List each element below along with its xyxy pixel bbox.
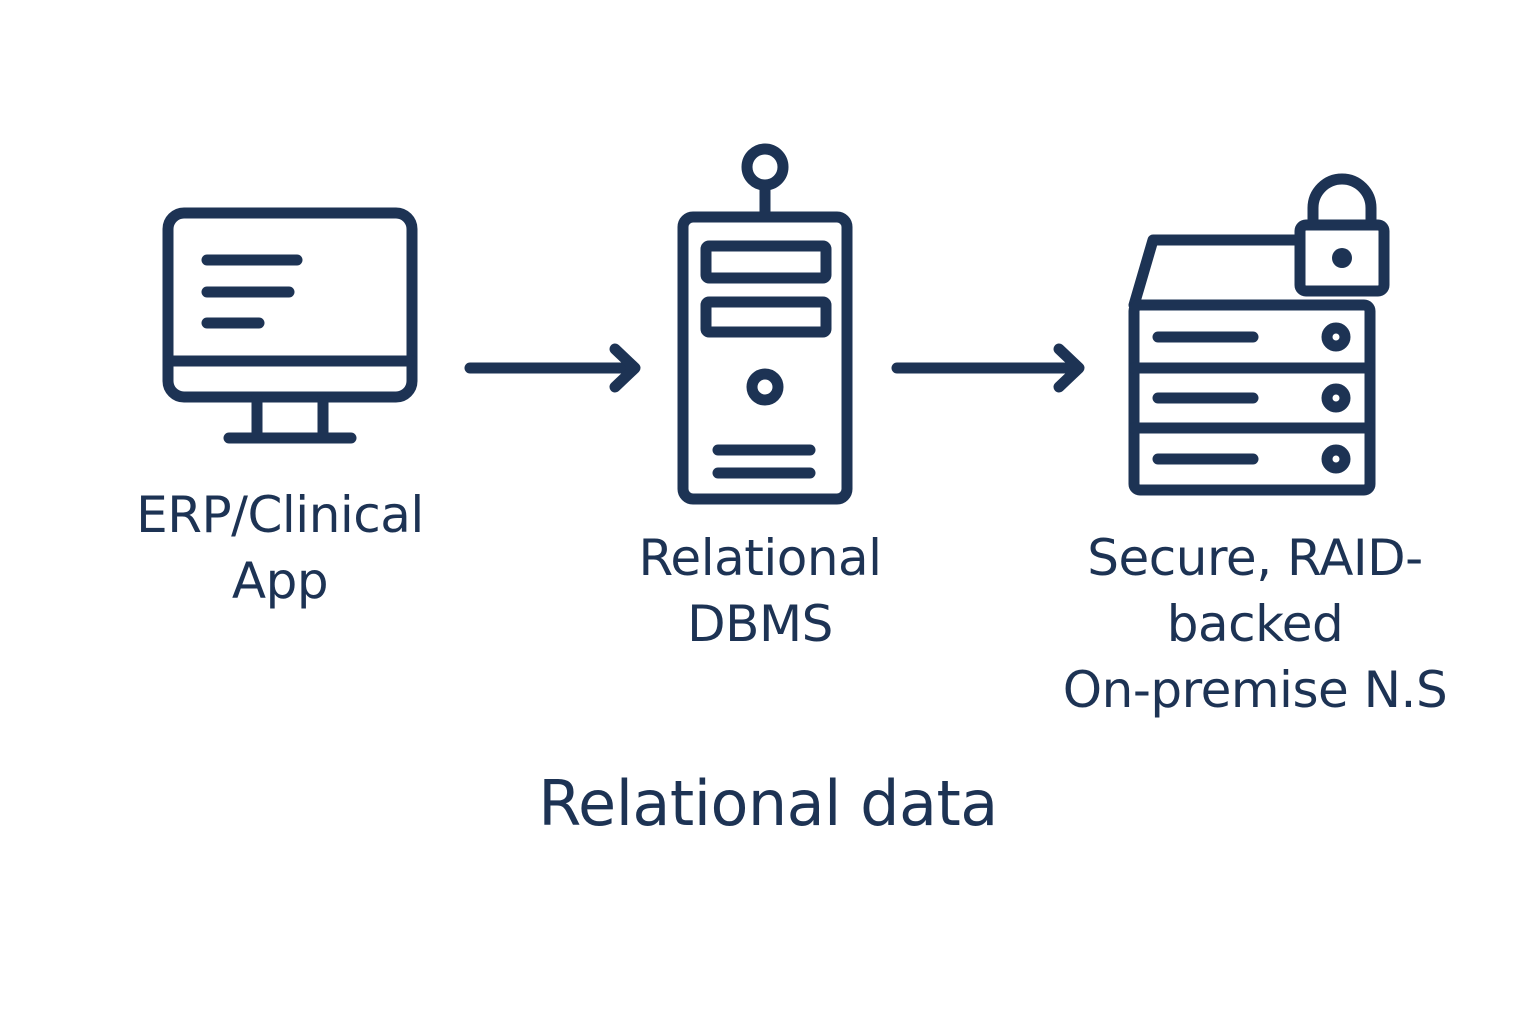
locked-storage-rack-icon [1128, 234, 1376, 496]
server-tower-icon [677, 143, 853, 505]
node-label-app: ERP/Clinical App [90, 482, 470, 614]
node-label-line: Secure, RAID- [1087, 529, 1423, 587]
desktop-monitor-icon [162, 207, 418, 444]
node-label-line: Relational [638, 529, 882, 587]
node-label-nas: Secure, RAID- backed On-premise N.S [1020, 525, 1490, 723]
padlock-icon [1294, 173, 1390, 297]
node-label-line: On-premise N.S [1062, 661, 1448, 719]
arrow-right-icon [464, 343, 641, 393]
node-label-line: App [231, 552, 329, 610]
node-label-line: ERP/Clinical [136, 486, 424, 544]
diagram-caption: Relational data [538, 767, 998, 840]
node-label-dbms: Relational DBMS [560, 525, 960, 657]
node-label-line: backed [1166, 595, 1344, 653]
node-label-line: DBMS [687, 595, 833, 653]
padlock-keyhole-icon [1332, 248, 1352, 268]
arrow-right-icon [891, 343, 1085, 393]
